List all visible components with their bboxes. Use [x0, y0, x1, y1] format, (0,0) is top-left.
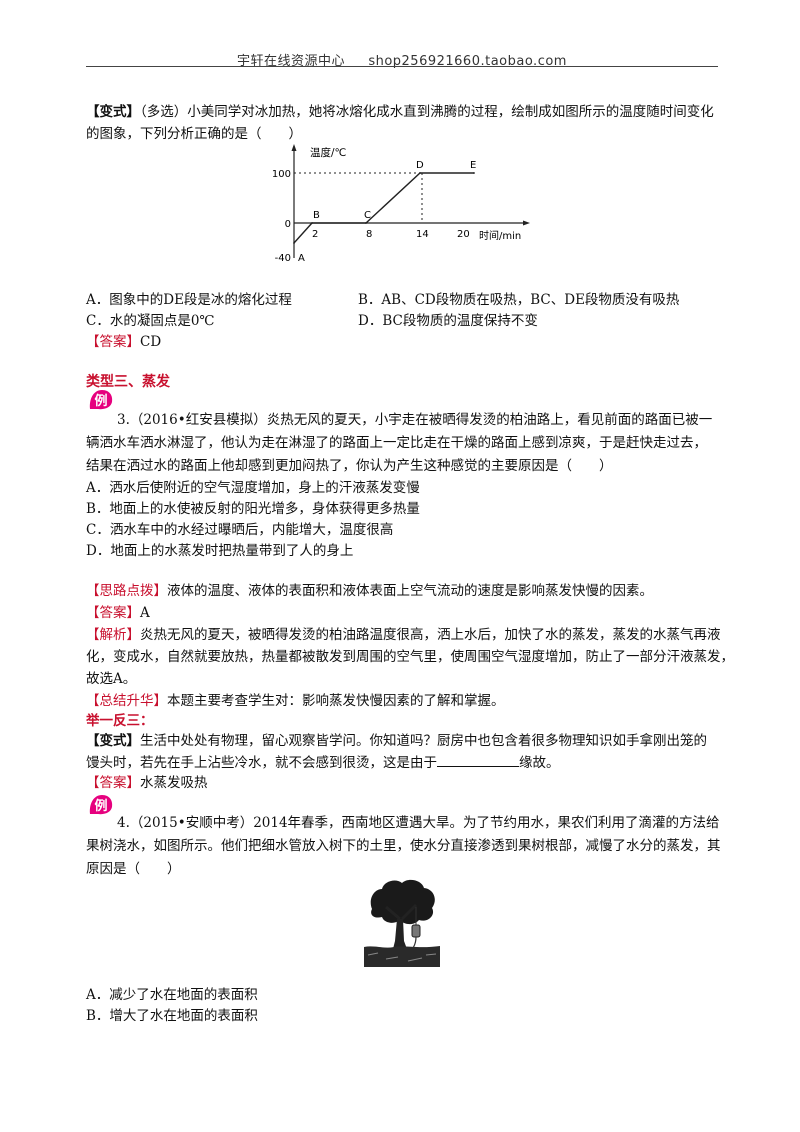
page-header: 宇轩在线资源中心 shop256921660.taobao.com — [86, 50, 718, 69]
point-label-b: B — [313, 210, 320, 221]
example3-summary: 【总结升华】本题主要考查学生对：影响蒸发快慢因素的了解和掌握。 — [86, 691, 718, 711]
example3-line2: 辆洒水车洒水淋湿了，他认为走在淋湿了的路面上一定比走在干燥的路面上感到凉爽，于是… — [86, 435, 707, 451]
variant2-line2: 馒头时，若先在手上沾些冷水，就不会感到很烫，这是由于 缘故。 — [86, 752, 718, 773]
data-point-0 — [293, 242, 295, 244]
example3-option-a: A．洒水后使附近的空气湿度增加，身上的汗液蒸发变慢 — [86, 480, 420, 496]
example4-line1: 4.（2015•安顺中考）2014年春季，西南地区遭遇大旱。为了节约用水，果农们… — [117, 815, 720, 831]
data-point-4 — [473, 172, 475, 174]
x-tick-2: 2 — [312, 229, 318, 240]
variant1-stem-line2: 的图象，下列分析正确的是（ ） — [86, 126, 302, 142]
y-tick-100: 100 — [272, 169, 291, 180]
variant1-answer-value: CD — [140, 334, 162, 350]
header-shop: shop256921660.taobao.com — [368, 54, 567, 69]
variant1-tag: 【变式】 — [86, 104, 140, 120]
example3-hint-label: 【思路点拨】 — [86, 583, 167, 599]
y-tick-neg40: -40 — [275, 253, 291, 264]
example3-answer-value: A — [140, 605, 150, 621]
variant1-option-a: A．图象中的DE段是冰的熔化过程 — [86, 292, 292, 308]
temperature-time-graph: 温度/℃ 时间/min 100 0 -40 2 8 14 20 A B C D … — [272, 144, 530, 264]
fill-blank — [437, 752, 519, 767]
x-axis-label: 时间/min — [479, 229, 521, 242]
x-tick-14: 14 — [416, 229, 429, 240]
curve-layer — [293, 172, 475, 244]
example-badge-icon: 例 — [89, 390, 113, 410]
data-point-3 — [419, 172, 421, 174]
variant1-option-b: B．AB、CD段物质在吸热，BC、DE段物质没有吸热 — [358, 292, 680, 308]
point-label-d: D — [416, 160, 424, 171]
header-title: 宇轩在线资源中心 — [237, 54, 346, 69]
example3-line3: 结果在洒过水的路面上他却感到更加闷热了，你认为产生这种感觉的主要原因是（ ） — [86, 458, 613, 474]
example3-hint-text: 液体的温度、液体的表面积和液体表面上空气流动的速度是影响蒸发快慢的因素。 — [167, 583, 653, 599]
x-tick-20: 20 — [457, 229, 470, 240]
point-label-c: C — [364, 210, 371, 221]
example3-option-b: B．地面上的水使被反射的阳光增多，身体获得更多热量 — [86, 501, 420, 517]
variant1-answer: 【答案】CD — [86, 332, 718, 352]
point-label-a: A — [298, 253, 305, 264]
example3-analysis-text1: 炎热无风的夏天，被晒得发烫的柏油路温度很高，洒上水后，加快了水的蒸发，蒸发的水蒸… — [140, 627, 721, 643]
variant1-answer-label: 【答案】 — [86, 334, 140, 350]
example4-line2: 果树浇水，如图所示。他们把细水管放入树下的土里，使水分直接渗透到果树根部，减慢了… — [86, 838, 721, 854]
data-point-1 — [311, 222, 313, 224]
point-label-e: E — [470, 160, 476, 171]
variant2-line1: 【变式】生活中处处有物理，留心观察皆学问。你知道吗？厨房中也包含着很多物理知识如… — [86, 731, 718, 751]
variant2-text1: 生活中处处有物理，留心观察皆学问。你知道吗？厨房中也包含着很多物理知识如手拿刚出… — [140, 733, 707, 749]
example4-option-b: B．增大了水在地面的表面积 — [86, 1008, 258, 1024]
variant2-tag: 【变式】 — [86, 733, 140, 749]
example4-line3: 原因是（ ） — [86, 861, 181, 877]
x-axis-arrow — [523, 220, 530, 226]
y-axis-arrow — [291, 144, 297, 151]
header-rule — [86, 66, 718, 67]
variant2-answer: 【答案】水蒸发吸热 — [86, 773, 718, 793]
example3-analysis-line3: 故选A。 — [86, 671, 137, 687]
tree-drip-irrigation-image — [364, 875, 440, 967]
svg-text:例: 例 — [94, 393, 107, 409]
variant2-answer-value: 水蒸发吸热 — [140, 775, 208, 791]
inference-title: 举一反三： — [86, 713, 154, 729]
variant2-text2-before: 馒头时，若先在手上沾些冷水，就不会感到很烫，这是由于 — [86, 755, 437, 771]
y-tick-0: 0 — [285, 219, 291, 230]
example3-hint: 【思路点拨】液体的温度、液体的表面积和液体表面上空气流动的速度是影响蒸发快慢的因… — [86, 581, 718, 601]
section-title: 类型三、蒸发 — [86, 374, 170, 390]
variant1-stem-line1: 【变式】（多选）小美同学对冰加热，她将冰熔化成水直到沸腾的过程，绘制成如图所示的… — [86, 102, 718, 122]
variant1-stem-text1: （多选）小美同学对冰加热，她将冰熔化成水直到沸腾的过程，绘制成如图所示的温度随时… — [140, 104, 714, 120]
svg-text:例: 例 — [94, 798, 107, 814]
variant2-answer-label: 【答案】 — [86, 775, 140, 791]
example3-analysis-line1: 【解析】炎热无风的夏天，被晒得发烫的柏油路温度很高，洒上水后，加快了水的蒸发，蒸… — [86, 625, 721, 645]
variant1-option-d: D．BC段物质的温度保持不变 — [358, 313, 538, 329]
variant1-option-c: C．水的凝固点是0℃ — [86, 313, 215, 329]
variant2-text2-after: 缘故。 — [519, 755, 560, 771]
example3-summary-label: 【总结升华】 — [86, 693, 167, 709]
example3-summary-text: 本题主要考查学生对：影响蒸发快慢因素的了解和掌握。 — [167, 693, 505, 709]
data-point-2 — [365, 222, 367, 224]
example3-analysis-line2: 化，变成水，自然就要放热，热量都被散发到周围的空气里，使周围空气湿度增加，防止了… — [86, 649, 734, 665]
example4-option-a: A．减少了水在地面的表面积 — [86, 987, 258, 1003]
y-axis-label: 温度/℃ — [310, 146, 346, 159]
example3-line1: 3.（2016•红安县模拟）炎热无风的夏天，小宇走在被晒得发烫的柏油路上，看见前… — [117, 412, 713, 428]
x-tick-8: 8 — [366, 229, 372, 240]
example3-answer-label: 【答案】 — [86, 605, 140, 621]
example3-option-c: C．洒水车中的水经过曝晒后，内能增大，温度很高 — [86, 522, 394, 538]
example3-analysis-label: 【解析】 — [86, 627, 140, 643]
example3-answer: 【答案】A — [86, 603, 718, 623]
example-badge-icon: 例 — [89, 795, 113, 815]
example3-option-d: D．地面上的水蒸发时把热量带到了人的身上 — [86, 543, 354, 559]
series-line-0 — [293, 172, 474, 244]
